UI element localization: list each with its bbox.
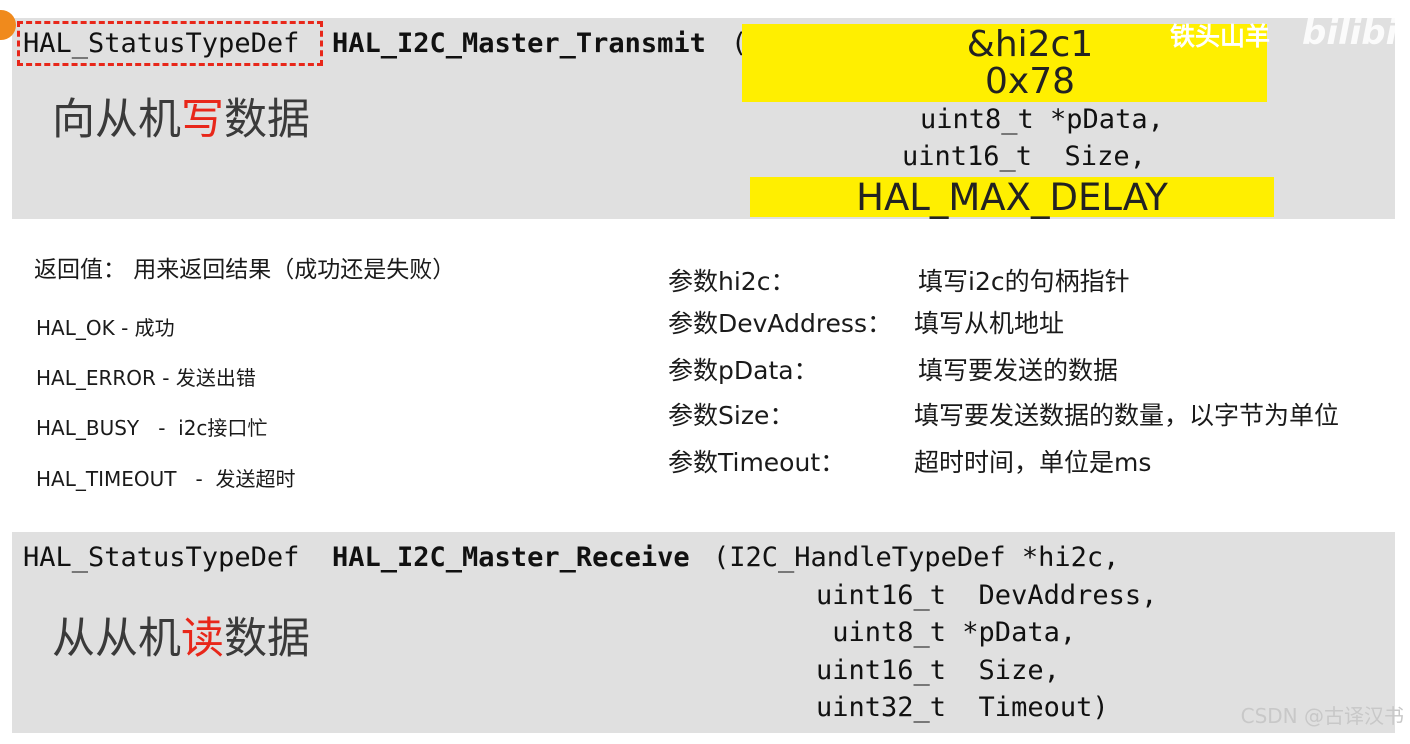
bilibili-watermark: bilibili: [1302, 13, 1410, 53]
receive-title-red: 读: [181, 614, 224, 664]
param-name-size: 参数Size：: [668, 401, 795, 430]
transmit-return-type: HAL_StatusTypeDef: [23, 28, 300, 59]
param-desc-size: 填写要发送数据的数量，以字节为单位: [914, 401, 1340, 430]
receive-title-post: 数据: [224, 614, 310, 664]
param-name-hi2c: 参数hi2c：: [668, 267, 796, 296]
receive-func-name: HAL_I2C_Master_Receive: [332, 542, 690, 573]
transmit-title-red: 写: [181, 95, 224, 145]
transmit-param-pdata: uint8_t *pData,: [920, 104, 1164, 135]
receive-param-devaddress: uint16_t DevAddress,: [816, 580, 1158, 611]
logo-icon: [0, 10, 16, 40]
hl-addr-text: 0x78: [984, 61, 1076, 102]
return-type-dashed-box: [17, 21, 323, 66]
return-item-timeout: HAL_TIMEOUT - 发送超时: [36, 467, 296, 491]
receive-first-param: (I2C_HandleTypeDef *hi2c,: [713, 542, 1120, 573]
param-name-timeout: 参数Timeout：: [668, 448, 846, 477]
receive-param-size: uint16_t Size,: [816, 655, 1060, 686]
param-desc-devaddress: 填写从机地址: [914, 309, 1065, 338]
return-item-error: HAL_ERROR - 发送出错: [36, 366, 256, 390]
receive-title-pre: 从从机: [52, 614, 181, 664]
transmit-title-post: 数据: [224, 95, 310, 145]
return-heading: 返回值： 用来返回结果（成功还是失败）: [34, 257, 456, 283]
param-desc-timeout: 超时时间，单位是ms: [914, 448, 1152, 477]
highlight-timeout: [750, 177, 1274, 217]
author-watermark: 铁头山羊: [1170, 22, 1271, 51]
hl-timeout-text: HAL_MAX_DELAY: [856, 176, 1168, 219]
transmit-param-size: uint16_t Size,: [902, 141, 1146, 172]
param-desc-hi2c: 填写i2c的句柄指针: [918, 267, 1130, 296]
param-desc-pdata: 填写要发送的数据: [918, 356, 1119, 385]
receive-param-pdata: uint8_t *pData,: [816, 617, 1077, 648]
highlight-hi2c-addr: [742, 24, 1267, 102]
hl-hi2c-text: &hi2c1: [966, 24, 1094, 65]
transmit-func-name: HAL_I2C_Master_Transmit: [332, 28, 706, 59]
param-name-devaddress: 参数DevAddress：: [668, 309, 892, 338]
receive-panel: [12, 532, 1395, 733]
csdn-watermark: CSDN @古译汉书: [1240, 704, 1404, 728]
receive-return-type: HAL_StatusTypeDef: [23, 542, 300, 573]
receive-title: 从从机读数据: [52, 618, 310, 661]
receive-param-timeout: uint32_t Timeout): [816, 692, 1109, 723]
param-name-pdata: 参数pData：: [668, 356, 819, 385]
transmit-title: 向从机写数据: [52, 99, 310, 142]
return-item-ok: HAL_OK - 成功: [36, 316, 175, 340]
transmit-title-pre: 向从机: [52, 95, 181, 145]
return-item-busy: HAL_BUSY - i2c接口忙: [36, 416, 268, 440]
